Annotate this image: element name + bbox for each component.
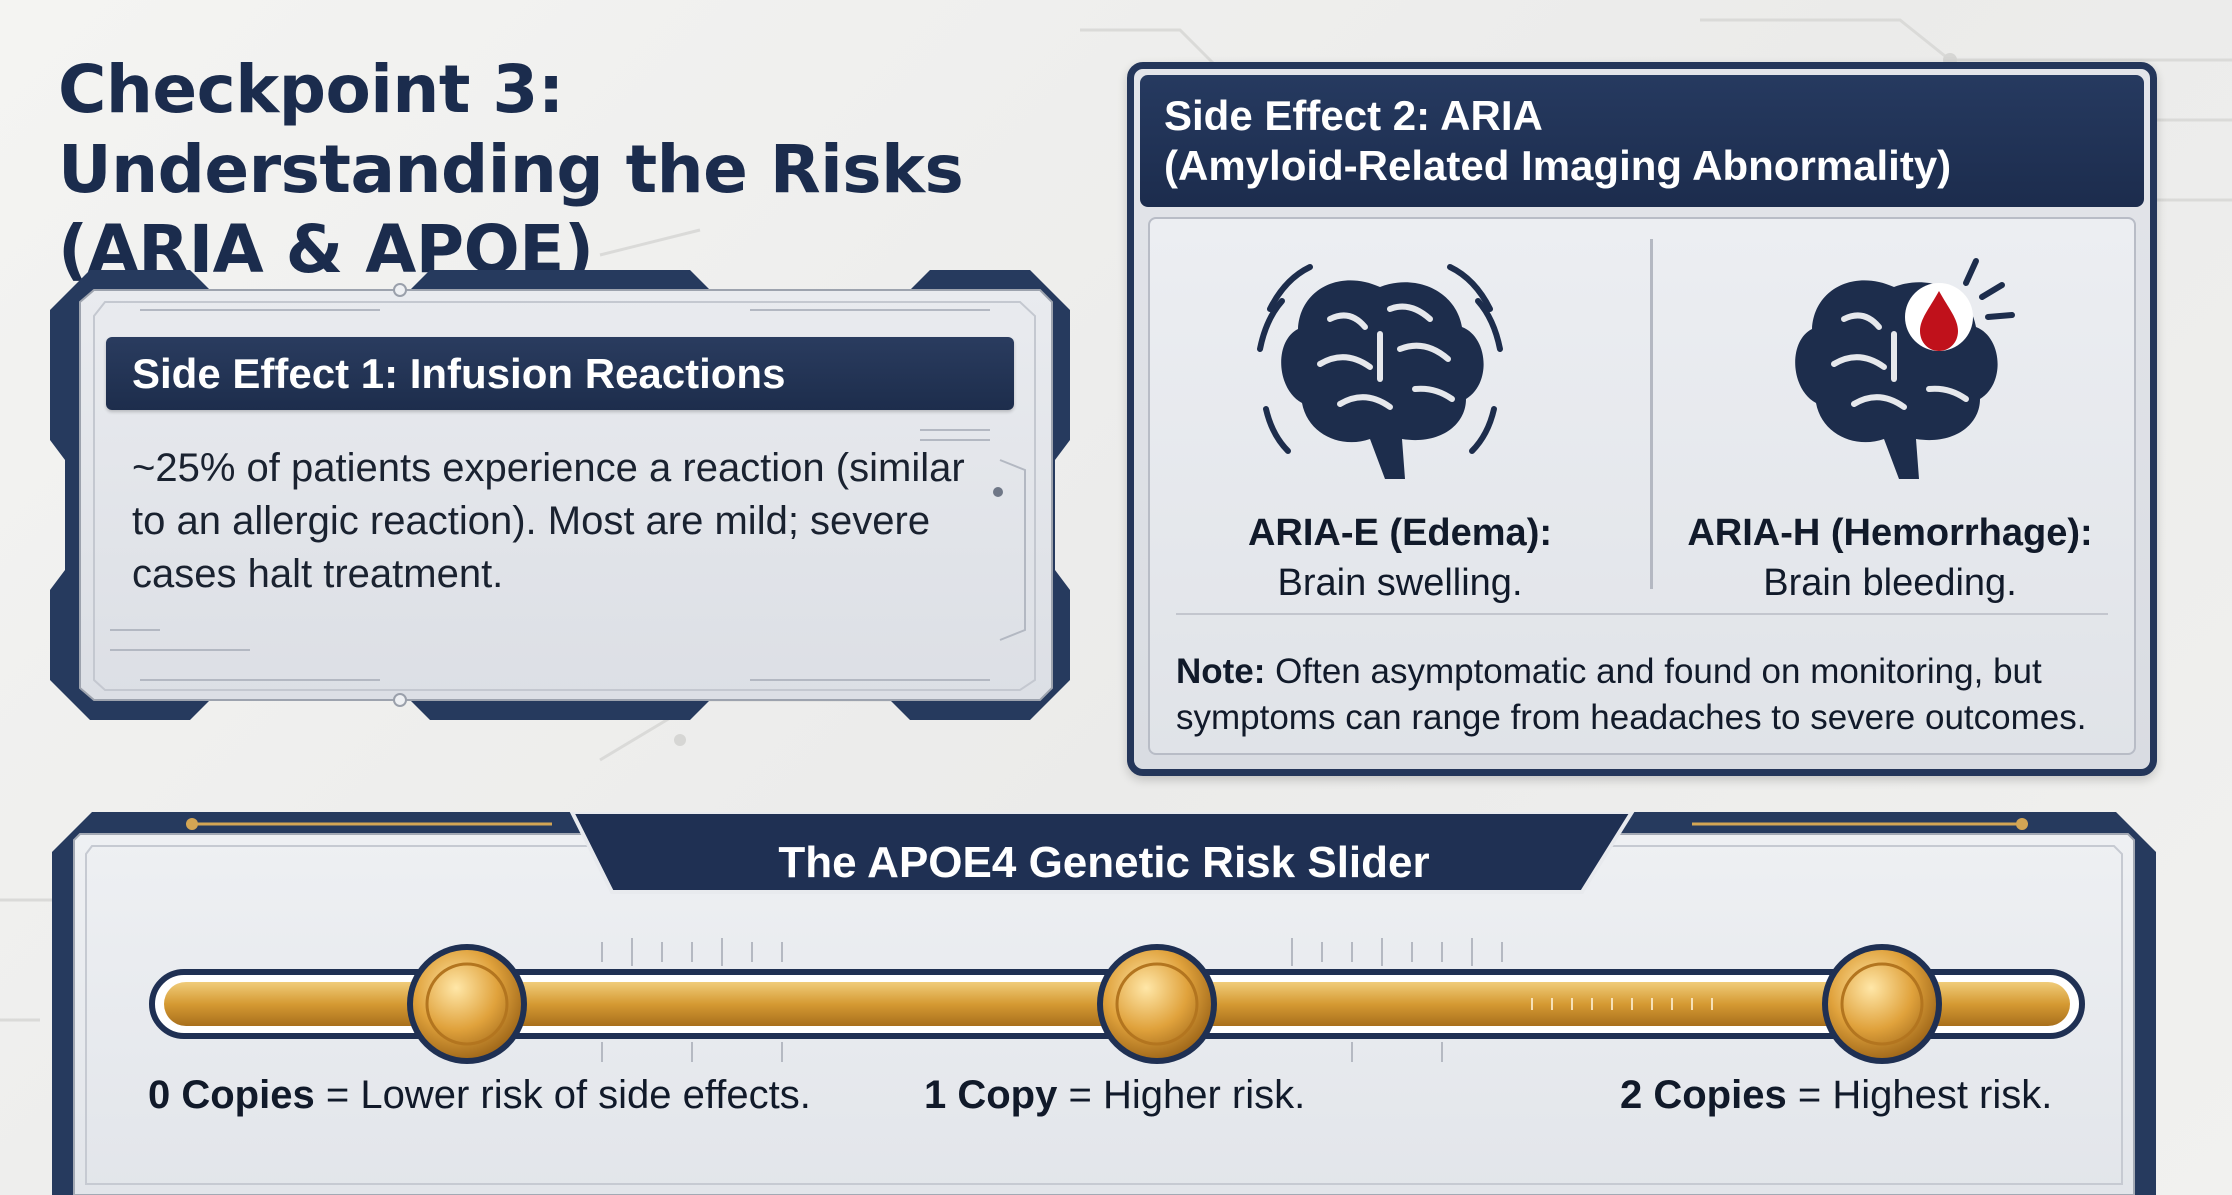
side-effect-1-header: Side Effect 1: Infusion Reactions xyxy=(106,337,1014,410)
side-effect-1-description: ~25% of patients experience a reaction (… xyxy=(132,446,965,596)
slider-title: The APOE4 Genetic Risk Slider xyxy=(778,838,1430,887)
aria-e-description: Brain swelling. xyxy=(1277,562,1523,604)
aria-e-label: ARIA-E (Edema): xyxy=(1247,512,1553,554)
aria-h-label: ARIA-H (Hemorrhage): xyxy=(1687,512,2093,554)
side-effect-2-subtitle: (Amyloid-Related Imaging Abnormality) xyxy=(1164,142,1952,189)
note-divider xyxy=(1176,613,2108,615)
brain-swelling-icon xyxy=(1257,264,1503,479)
slider-ticks xyxy=(601,938,1503,1062)
infusion-reactions-panel: Side Effect 1: Infusion Reactions ~25% o… xyxy=(50,270,1070,720)
stop-risk-1: = Higher risk. xyxy=(1068,1073,1306,1117)
stop-label-0-copies: 0 Copies = Lower risk of side effects. xyxy=(148,1070,811,1120)
stop-label-2-copies: 2 Copies = Highest risk. xyxy=(1620,1070,2052,1120)
side-effect-1-title: Side Effect 1: Infusion Reactions xyxy=(132,350,786,397)
stop-copies-2: 2 Copies xyxy=(1620,1073,1787,1117)
column-divider xyxy=(1650,239,1653,589)
aria-content: ARIA-E (Edema): Brain swelling. ARIA-H (… xyxy=(1148,217,2136,755)
page-title: Checkpoint 3: Understanding the Risks (A… xyxy=(58,51,964,288)
stop-label-1-copy: 1 Copy = Higher risk. xyxy=(924,1070,1305,1120)
side-effect-2-title: Side Effect 2: ARIA xyxy=(1164,92,1543,139)
note-label: Note: xyxy=(1176,652,1266,691)
slider-knob-0-copies[interactable] xyxy=(407,944,527,1064)
apoe4-slider[interactable] xyxy=(132,902,2112,1122)
aria-note: Note: Often asymptomatic and found on mo… xyxy=(1176,649,2116,741)
aria-h-description: Brain bleeding. xyxy=(1763,562,2017,604)
stop-copies-0: 0 Copies xyxy=(148,1073,315,1117)
slider-knob-2-copies[interactable] xyxy=(1822,944,1942,1064)
side-effect-2-header: Side Effect 2: ARIA (Amyloid-Related Ima… xyxy=(1140,75,2144,207)
stop-copies-1: 1 Copy xyxy=(924,1073,1058,1117)
slider-knob-1-copy[interactable] xyxy=(1097,944,1217,1064)
brain-bleeding-icon xyxy=(1795,258,2015,479)
aria-panel: Side Effect 2: ARIA (Amyloid-Related Ima… xyxy=(1127,62,2157,776)
stop-risk-2: = Highest risk. xyxy=(1797,1073,2053,1117)
note-text: Often asymptomatic and found on monitori… xyxy=(1176,652,2087,737)
apoe4-risk-slider-panel: The APOE4 Genetic Risk Slider xyxy=(52,812,2156,1195)
stop-risk-0: = Lower risk of side effects. xyxy=(325,1073,811,1117)
